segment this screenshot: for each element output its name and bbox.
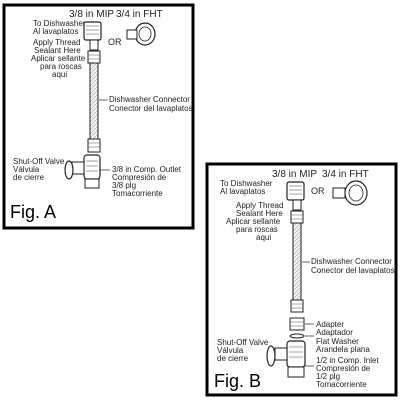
svg-text:para roscas: para roscas [236,225,278,234]
svg-text:3/8 in Comp. Outlet: 3/8 in Comp. Outlet [112,165,182,174]
svg-text:aqui: aqui [52,70,67,79]
fig-a-hose-icon [87,50,101,153]
fig-a-connector-label: Dishwasher Connector Conector del lavapl… [109,95,193,113]
svg-text:Al lavaplatos: Al lavaplatos [220,187,265,196]
fig-a-outlet-label: 3/8 in Comp. Outlet Compresión de 3/8 pl… [112,165,182,198]
svg-text:3/8 plg: 3/8 plg [112,181,136,190]
fig-a-title: Fig. A [10,202,56,222]
svg-text:Apply Thread: Apply Thread [33,38,80,47]
svg-text:To Dishwasher: To Dishwasher [33,19,86,28]
fig-a-shutoff-label: Shut-Off Valve Válvula de cierre [13,157,65,182]
svg-text:Adapter: Adapter [316,320,344,329]
fig-b-to-dishwasher-label: To Dishwasher Al lavaplatos [220,179,273,196]
fig-b-adapter-label: Adapter Adaptador [316,320,353,337]
svg-text:Sealant Here: Sealant Here [236,209,283,218]
svg-text:To Dishwasher: To Dishwasher [220,179,273,188]
svg-text:Shut-Off Valve: Shut-Off Valve [217,338,269,347]
svg-text:Compresión de: Compresión de [316,364,371,373]
svg-text:Tomacorriente: Tomacorriente [112,189,163,198]
svg-text:Apply Thread: Apply Thread [236,201,283,210]
fig-b-mip-label: 3/8 in MIP [272,169,317,180]
svg-text:Válvula: Válvula [13,165,40,174]
fig-a-fht-elbow-icon [126,22,156,46]
fig-b-or-label: OR [311,186,325,196]
fig-b-fht-label: 3/4 in FHT [322,169,369,180]
svg-text:Aplicar sellante: Aplicar sellante [226,217,281,226]
svg-text:Flat Washer: Flat Washer [316,337,359,346]
fig-b-mip-elbow-icon [286,181,305,211]
fig-a-or-label: OR [108,37,122,47]
svg-text:Adaptador: Adaptador [316,328,353,337]
fig-a-mip-elbow-icon [83,21,102,51]
fig-b-thread-sealant-label: Apply Thread Sealant Here Aplicar sellan… [226,201,283,242]
fig-a-shutoff-valve-icon [64,154,101,189]
fig-b-shutoff-label: Shut-Off Valve Válvula de cierre [217,338,269,363]
svg-text:Al lavaplatos: Al lavaplatos [33,27,78,36]
svg-text:Arandela plana: Arandela plana [316,345,370,354]
svg-text:Tomacorriente: Tomacorriente [316,380,367,389]
fig-b-inlet-label: 1/2 in Comp. Inlet Compresión de 1/2 plg… [316,356,379,389]
svg-text:Conector del lavaplatos: Conector del lavaplatos [109,104,193,113]
svg-text:Válvula: Válvula [217,346,244,355]
fig-b-adapter-icon [289,317,305,331]
svg-text:1/2 plg: 1/2 plg [316,372,340,381]
svg-text:Shut-Off Valve: Shut-Off Valve [13,157,65,166]
fig-b-fht-elbow-icon [332,180,368,206]
fig-b-shutoff-valve-icon [266,340,306,378]
svg-text:Conector del lavaplatos: Conector del lavaplatos [311,266,395,275]
svg-text:1/2 in Comp. Inlet: 1/2 in Comp. Inlet [316,356,379,365]
figure-a: 3/8 in MIP 3/4 in FHT OR To Dishwasher A… [2,3,195,230]
fig-a-thread-sealant-label: Apply Thread Sealant Here Aplicar sellan… [31,38,86,79]
svg-text:Dishwasher Connector: Dishwasher Connector [311,257,392,266]
fig-a-mip-label: 3/8 in MIP [69,9,114,20]
fig-b-washer-label: Flat Washer Arandela plana [316,337,370,354]
svg-text:de cierre: de cierre [217,354,249,363]
fig-b-washer-icon [289,333,305,339]
fig-b-connector-label: Dishwasher Connector Conector del lavapl… [311,257,395,275]
svg-text:Compresión de: Compresión de [112,173,167,182]
svg-text:de cierre: de cierre [13,173,45,182]
svg-text:aqui: aqui [256,233,271,242]
fig-a-to-dishwasher-label: To Dishwasher Al lavaplatos [33,19,86,36]
fig-a-fht-label: 3/4 in FHT [116,9,163,20]
svg-text:Sealant Here: Sealant Here [34,46,81,55]
svg-text:para roscas: para roscas [40,62,82,71]
fig-b-title: Fig. B [214,371,261,391]
svg-text:Dishwasher Connector: Dishwasher Connector [109,95,190,104]
fig-b-hose-icon [290,210,304,313]
figure-b: 3/8 in MIP 3/4 in FHT OR To Dishwasher A… [205,162,398,397]
svg-text:Aplicar sellante: Aplicar sellante [31,54,86,63]
